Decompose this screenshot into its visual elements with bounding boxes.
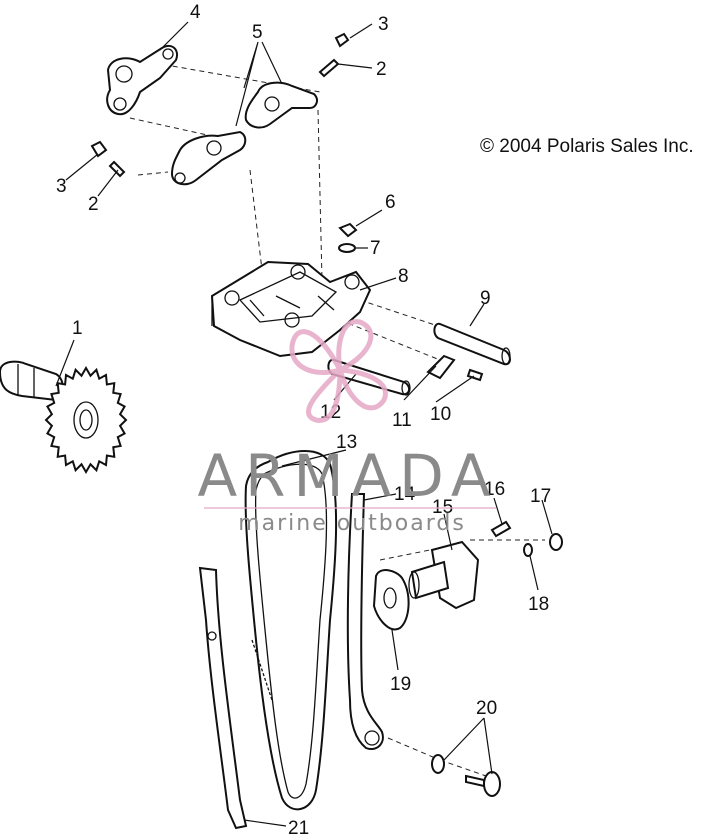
watermark-brand: ARMADA	[197, 442, 498, 510]
chain-guide-21	[198, 566, 248, 830]
watermark-tagline: marine outboards	[238, 511, 466, 536]
callout-11: 11	[392, 410, 412, 431]
callout-9: 9	[480, 288, 491, 309]
callout-labels: 4 5 3 2 3 2 6 7 8 9 1 10 11 12 13 14 15 …	[56, 2, 551, 839]
chain-tensioner-assembly	[372, 520, 563, 631]
callout-10: 10	[430, 404, 451, 425]
callout-18: 18	[528, 594, 549, 615]
callout-5: 5	[252, 22, 263, 43]
callout-20: 20	[476, 698, 497, 719]
callout-14: 14	[394, 484, 416, 505]
callout-7: 7	[370, 238, 381, 259]
armada-watermark: ARMADA marine outboards	[197, 319, 498, 536]
rocker-arms-5	[170, 81, 318, 186]
callout-21: 21	[288, 818, 309, 839]
callout-2-top: 2	[376, 59, 387, 80]
callout-3-left: 3	[56, 176, 67, 197]
chain-guide-14	[346, 493, 384, 750]
callout-3-top: 3	[378, 14, 389, 35]
propeller-logo	[289, 319, 388, 423]
callout-6: 6	[385, 192, 396, 213]
callout-leader-lines	[55, 21, 553, 827]
adjusting-screws-and-nuts	[90, 32, 350, 178]
callout-13: 13	[336, 432, 357, 453]
rocker-support-block-8	[210, 260, 372, 358]
sprocket-gear	[44, 366, 128, 474]
callout-1: 1	[72, 318, 83, 339]
callout-8: 8	[398, 266, 409, 287]
copyright-notice: © 2004 Polaris Sales Inc.	[480, 136, 694, 157]
callout-17: 17	[530, 486, 551, 507]
callout-2-left: 2	[88, 194, 99, 215]
camshaft-1	[0, 360, 128, 474]
plate-11-bolt-10	[426, 354, 484, 382]
callout-16: 16	[484, 479, 505, 500]
callout-19: 19	[390, 674, 411, 695]
rocker-arm-4	[106, 44, 178, 116]
sprocket-outline	[44, 366, 128, 474]
callout-4: 4	[190, 2, 201, 23]
nut-6-washer-7	[338, 222, 358, 253]
cam-chain-13	[244, 450, 338, 811]
